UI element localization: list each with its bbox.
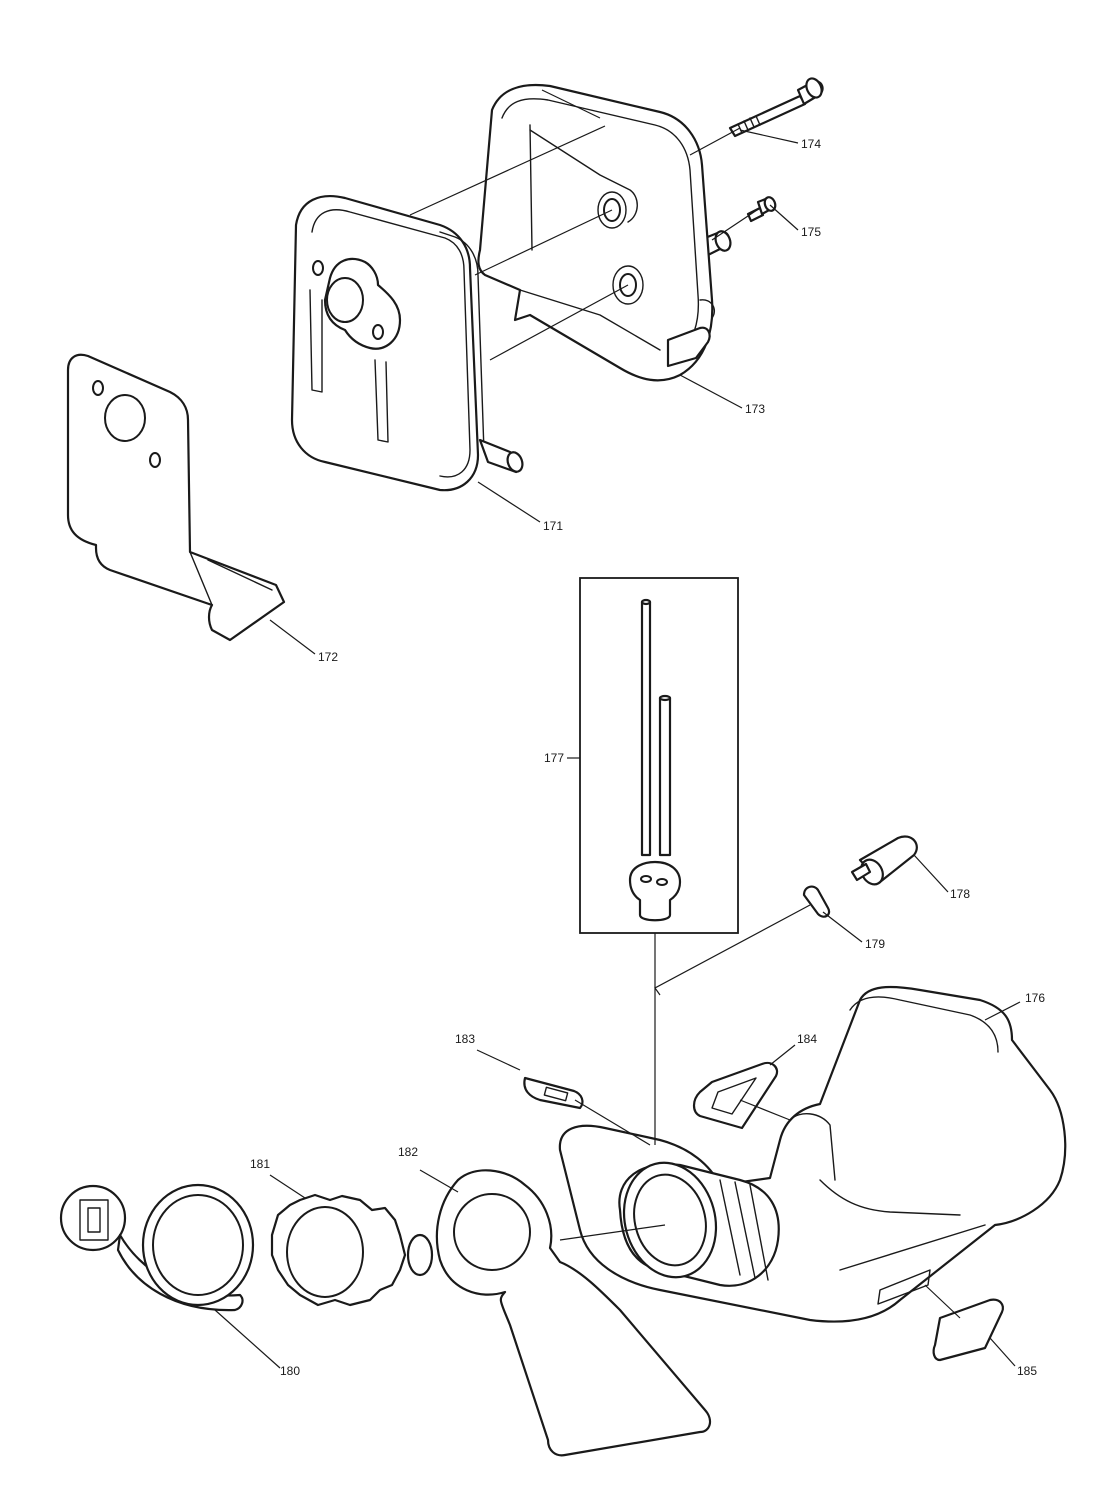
fuel-cap-180 bbox=[59, 1183, 255, 1312]
callout-185: 185 bbox=[1017, 1364, 1037, 1378]
callout-183: 183 bbox=[455, 1032, 475, 1046]
callout-171: 171 bbox=[543, 519, 563, 533]
vent-183 bbox=[523, 1076, 584, 1110]
callout-180: 180 bbox=[280, 1364, 300, 1378]
cap-ring-181 bbox=[270, 1193, 434, 1307]
fuel-tank-176 bbox=[558, 985, 1067, 1323]
muffler-cover-173 bbox=[477, 84, 716, 382]
fuel-hose-assembly-177 bbox=[579, 577, 739, 934]
callout-181: 181 bbox=[250, 1157, 270, 1171]
heat-shield-172 bbox=[66, 353, 286, 642]
damper-185 bbox=[932, 1298, 1004, 1362]
callout-182: 182 bbox=[398, 1145, 418, 1159]
callout-178: 178 bbox=[950, 887, 970, 901]
callouts: 174 175 173 171 172 177 178 179 176 183 … bbox=[250, 137, 1045, 1378]
callout-173: 173 bbox=[745, 402, 765, 416]
hose-inset-box bbox=[579, 577, 739, 934]
callout-179: 179 bbox=[865, 937, 885, 951]
hose-clip-179 bbox=[802, 885, 831, 918]
callout-176: 176 bbox=[1025, 991, 1045, 1005]
bolt-174-lower bbox=[728, 77, 824, 138]
grommet-184 bbox=[692, 1061, 779, 1130]
leader-lines bbox=[214, 129, 1021, 1369]
gasket-182 bbox=[435, 1169, 712, 1457]
assembly-lines bbox=[409, 89, 961, 1319]
muffler-body-171 bbox=[290, 195, 524, 492]
fuel-filter-178 bbox=[850, 835, 918, 886]
screw-175 bbox=[746, 196, 777, 223]
callout-174: 174 bbox=[801, 137, 821, 151]
callout-184: 184 bbox=[797, 1032, 817, 1046]
callout-175: 175 bbox=[801, 225, 821, 239]
callout-177: 177 bbox=[544, 751, 564, 765]
callout-172: 172 bbox=[318, 650, 338, 664]
